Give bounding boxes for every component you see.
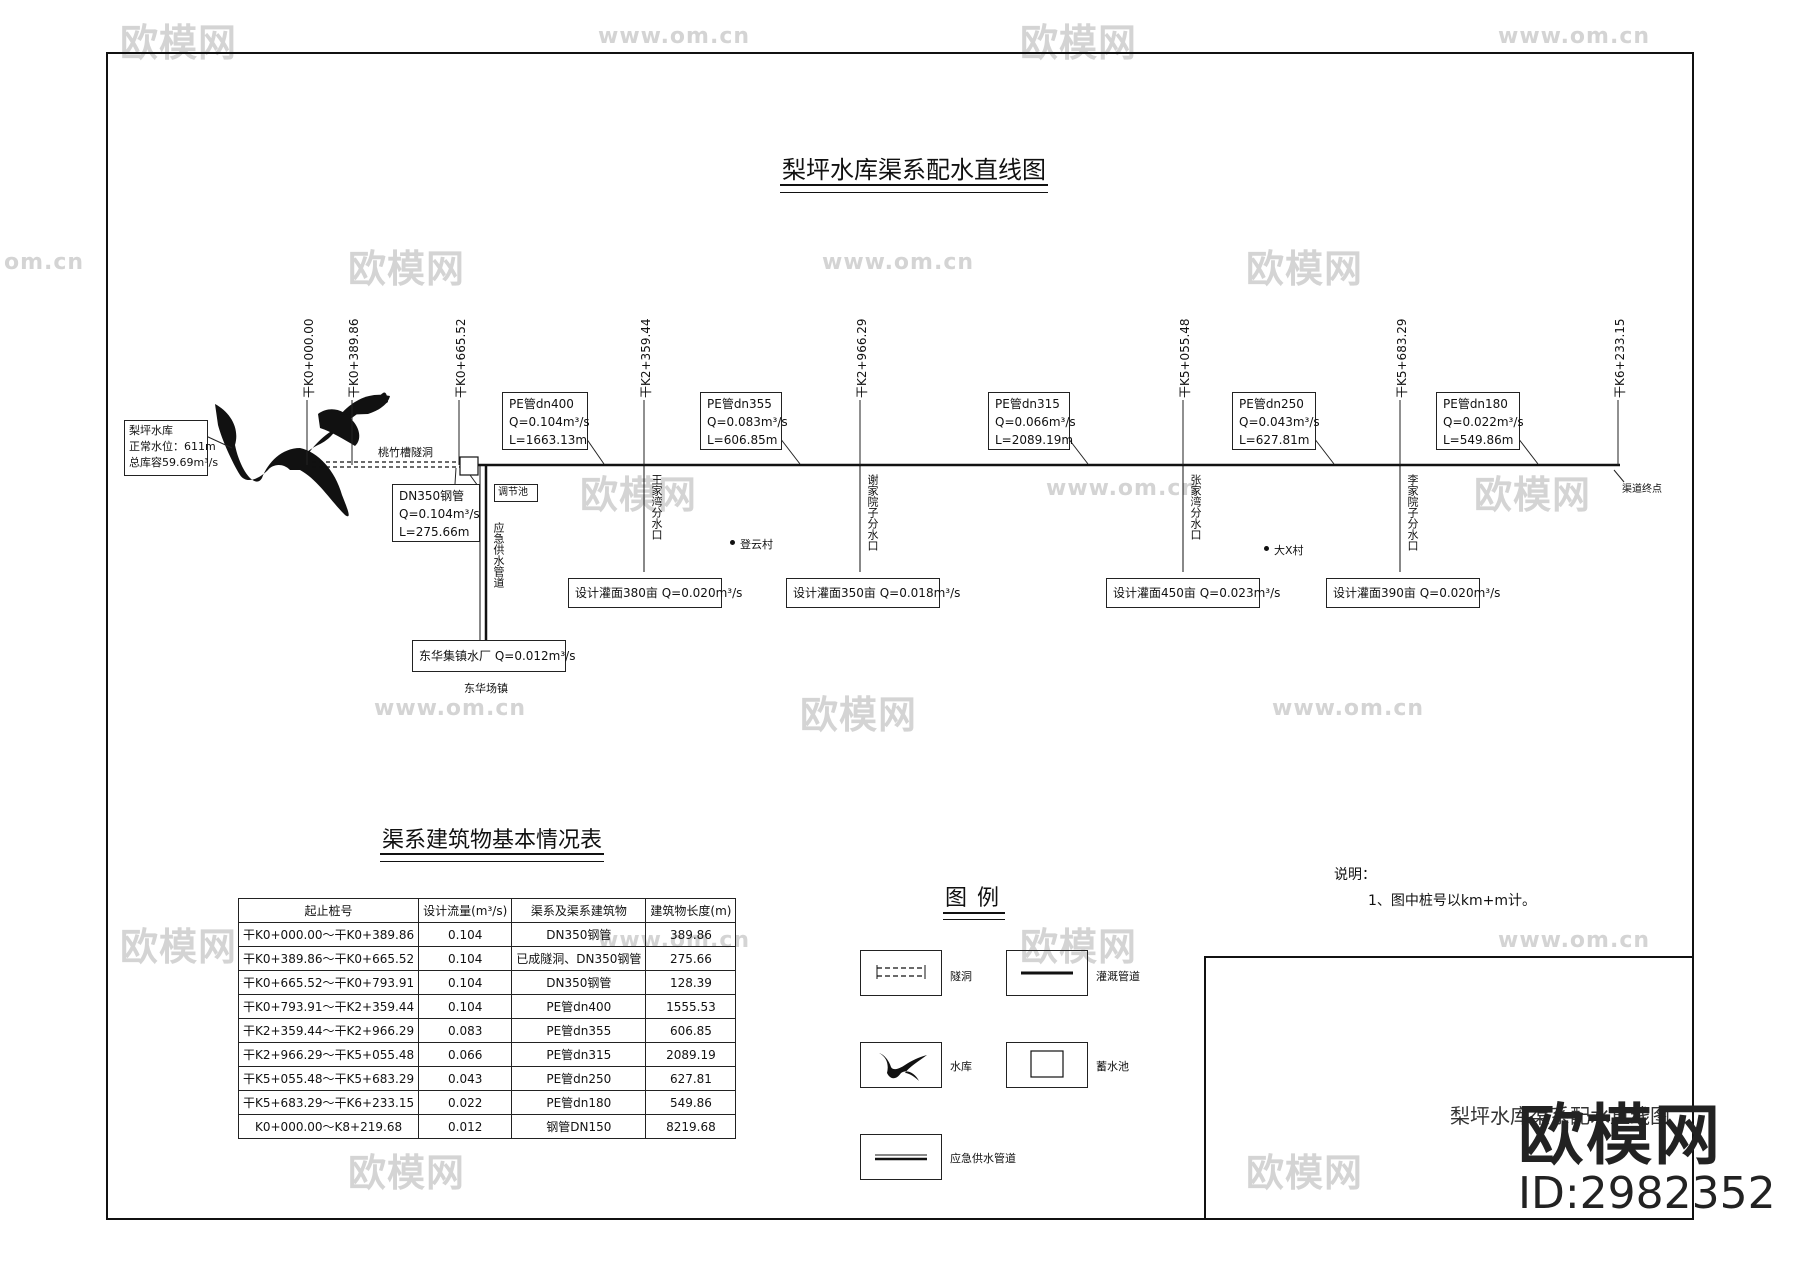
watermark-logo: 欧模网 bbox=[1246, 1151, 1364, 1195]
watermark-logo: 欧模网 bbox=[800, 693, 918, 737]
station-label: 干K2+359.44 bbox=[639, 318, 653, 398]
station-label: 干K0+665.52 bbox=[454, 318, 468, 398]
watermark-url: www.om.cn bbox=[1046, 476, 1199, 501]
table-header: 渠系及渠系建筑物 bbox=[511, 898, 647, 923]
design-box: 设计灌面350亩 Q=0.018m³/s bbox=[786, 578, 960, 608]
watermark-logo: 欧模网 bbox=[120, 21, 238, 65]
station-label: 干K6+233.15 bbox=[1613, 318, 1627, 398]
watermark-logo: 欧模网 bbox=[1020, 925, 1138, 969]
watermark-url: www.om.cn bbox=[822, 250, 975, 275]
legend-pipe-symbol bbox=[1006, 950, 1088, 996]
watermark-logo: 欧模网 bbox=[1246, 247, 1364, 291]
table-title: 渠系建筑物基本情况表 bbox=[379, 822, 605, 862]
watermark-logo: 欧模网 bbox=[580, 473, 698, 517]
legend-reservoir-label: 水库 bbox=[950, 1060, 972, 1073]
watermark-url: www.om.cn bbox=[1498, 24, 1651, 49]
title-block bbox=[1204, 956, 1694, 1220]
village-label: 大X村 bbox=[1274, 544, 1304, 557]
tunnel-label: 桃竹槽隧洞 bbox=[378, 446, 433, 459]
legend-tunnel-symbol bbox=[860, 950, 942, 996]
pipe-info-box: PE管dn180 Q=0.022m³/s L=549.86m bbox=[1436, 392, 1524, 450]
station-label: 干K5+055.48 bbox=[1178, 318, 1192, 398]
watermark-url: www.om.cn bbox=[598, 24, 751, 49]
legend-emergency-symbol bbox=[860, 1134, 942, 1180]
title-block-name: 梨坪水库渠系配水直线图 bbox=[1450, 1104, 1670, 1128]
notes-item: 1、图中桩号以km+m计。 bbox=[1368, 893, 1537, 909]
reservoir-name: 梨坪水库 bbox=[129, 424, 173, 437]
branch-label: 王家湾分水口 bbox=[650, 474, 663, 540]
village-dot bbox=[730, 540, 735, 545]
watermark-logo: 欧模网 bbox=[1474, 473, 1592, 517]
legend-pool-symbol bbox=[1006, 1042, 1088, 1088]
end-label: 渠道终点 bbox=[1622, 484, 1662, 495]
table-header: 建筑物长度(m) bbox=[645, 898, 737, 923]
watermark-logo: 欧模网 bbox=[1020, 21, 1138, 65]
town-label: 东华场镇 bbox=[464, 682, 508, 695]
emergency-pipe-label: 应急供水管道 bbox=[492, 522, 505, 588]
pipe-info-box: PE管dn250 Q=0.043m³/s L=627.81m bbox=[1232, 392, 1320, 450]
legend-title: 图例 bbox=[942, 880, 1009, 920]
pipe-info-box: PE管dn355 Q=0.083m³/s L=606.85m bbox=[700, 392, 788, 450]
station-label: 干K0+000.00 bbox=[302, 318, 316, 398]
legend-reservoir-symbol bbox=[860, 1042, 942, 1088]
pipe-info-box: DN350钢管 Q=0.104m³/s L=275.66m bbox=[392, 484, 480, 542]
watermark-url: www.om.cn bbox=[1498, 928, 1651, 953]
legend-pool-label: 蓄水池 bbox=[1096, 1060, 1129, 1073]
village-label: 登云村 bbox=[740, 538, 773, 551]
village-dot bbox=[1264, 546, 1269, 551]
station-label: 干K2+966.29 bbox=[855, 318, 869, 398]
branch-label: 谢家院子分水口 bbox=[866, 474, 879, 551]
diagram-title: 梨坪水库渠系配水直线图 bbox=[780, 150, 1048, 193]
branch-label: 李家院子分水口 bbox=[1406, 474, 1419, 551]
table-header: 设计流量(m³/s) bbox=[418, 898, 513, 923]
watermark-logo: 欧模网 bbox=[120, 925, 238, 969]
drawing-frame bbox=[106, 52, 1694, 1220]
notes-heading: 说明： bbox=[1334, 867, 1376, 883]
watermark-url: www.om.cn bbox=[374, 696, 527, 721]
brand-logo: 欧模网 bbox=[1518, 1097, 1722, 1174]
watermark-url: www.om.cn bbox=[1272, 696, 1425, 721]
structures-table: 起止桩号 设计流量(m³/s) 渠系及渠系建筑物 建筑物长度(m) 干K0+00… bbox=[237, 898, 737, 1139]
legend-pipe-label: 灌溉管道 bbox=[1096, 970, 1140, 983]
water-plant-box: 东华集镇水厂 Q=0.012m³/s bbox=[412, 640, 575, 672]
asset-id: ID:2982352 bbox=[1518, 1168, 1776, 1219]
regulating-pool-label: 调节池 bbox=[494, 484, 538, 502]
pipe-info-box: PE管dn315 Q=0.066m³/s L=2089.19m bbox=[988, 392, 1076, 450]
watermark-logo: 欧模网 bbox=[348, 1151, 466, 1195]
legend-emergency-label: 应急供水管道 bbox=[950, 1152, 1016, 1165]
reservoir-capacity: 总库容59.69m³/s bbox=[129, 456, 219, 469]
pipe-info-box: PE管dn400 Q=0.104m³/s L=1663.13m bbox=[502, 392, 590, 450]
station-label: 干K0+389.86 bbox=[347, 318, 361, 398]
design-box: 设计灌面450亩 Q=0.023m³/s bbox=[1106, 578, 1280, 608]
branch-label: 张家湾分水口 bbox=[1189, 474, 1202, 540]
design-box: 设计灌面390亩 Q=0.020m³/s bbox=[1326, 578, 1500, 608]
reservoir-level: 正常水位：611m bbox=[129, 440, 216, 453]
watermark-logo: 欧模网 bbox=[348, 247, 466, 291]
legend-tunnel-label: 隧洞 bbox=[950, 970, 972, 983]
table-header: 起止桩号 bbox=[237, 898, 420, 923]
reservoir-info-box: 梨坪水库 正常水位：611m 总库容59.69m³/s bbox=[124, 420, 219, 476]
station-label: 干K5+683.29 bbox=[1395, 318, 1409, 398]
watermark-url: om.cn bbox=[4, 250, 85, 275]
design-box: 设计灌面380亩 Q=0.020m³/s bbox=[568, 578, 742, 608]
